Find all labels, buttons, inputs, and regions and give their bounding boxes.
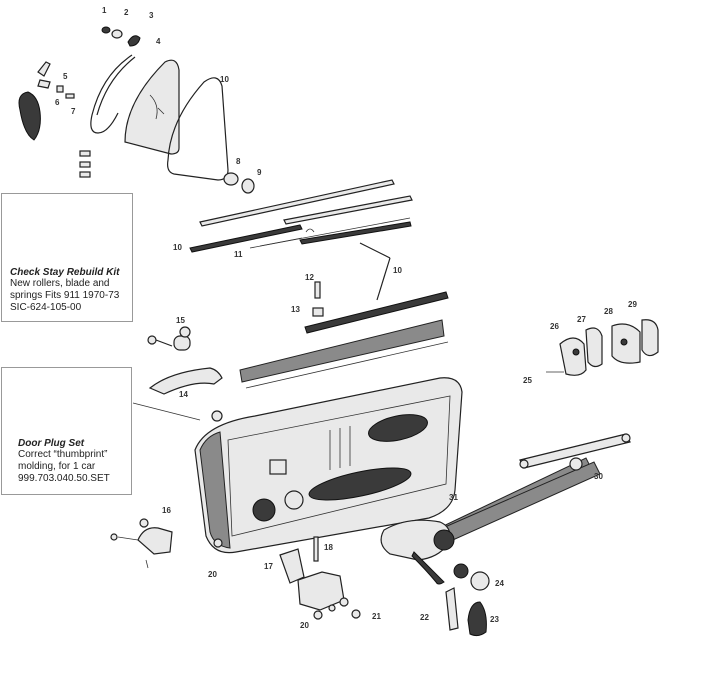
door-plug-set-text: Door Plug Set Correct “thumbprint” moldi…	[18, 438, 130, 485]
callout-18: 18	[324, 543, 333, 552]
part-9	[241, 178, 255, 194]
door-plug-set-title: Door Plug Set	[18, 438, 85, 449]
callout-28: 28	[604, 307, 613, 316]
callout-25: 25	[523, 376, 532, 385]
door-striker	[279, 536, 361, 620]
callout-15: 15	[176, 316, 185, 325]
callout-13: 13	[291, 305, 300, 314]
callout-29: 29	[628, 300, 637, 309]
callout-20-bottom: 20	[300, 621, 309, 630]
callout-20-left: 20	[208, 570, 217, 579]
callout-1: 1	[102, 6, 107, 15]
callout-2: 2	[124, 8, 129, 17]
callout-27: 27	[577, 315, 586, 324]
callout-22: 22	[420, 613, 429, 622]
vent-window	[124, 59, 229, 181]
callout-9: 9	[257, 168, 262, 177]
callout-17: 17	[264, 562, 273, 571]
callout-14: 14	[179, 390, 188, 399]
window-regulator	[380, 433, 631, 585]
part-group-top-left	[18, 26, 141, 178]
callout-10-belt: 10	[393, 266, 402, 275]
window-crank	[445, 563, 490, 637]
callout-4: 4	[156, 37, 161, 46]
callout-6: 6	[55, 98, 60, 107]
callout-31: 31	[449, 493, 458, 502]
belt-strips	[239, 242, 449, 389]
check-stay-kit-description: New rollers, blade and springs Fits 911 …	[10, 278, 120, 313]
callout-26: 26	[550, 322, 559, 331]
callout-7: 7	[71, 107, 76, 116]
callout-labels: 1 2 3 4 5 6 7 8 9 10 10 10 11 12 13 14 1…	[55, 6, 637, 630]
check-stay-parts	[546, 319, 659, 376]
window-strips	[189, 179, 413, 253]
callout-21: 21	[372, 612, 381, 621]
callout-5: 5	[63, 72, 68, 81]
callout-10-strip: 10	[173, 243, 182, 252]
door-handle	[147, 326, 223, 395]
callout-16: 16	[162, 506, 171, 515]
hinge-assembly	[110, 518, 173, 569]
part-12	[314, 281, 321, 299]
callout-24: 24	[495, 579, 504, 588]
plug-leader-line	[132, 402, 201, 421]
check-stay-kit-text: Check Stay Rebuild Kit New rollers, blad…	[10, 267, 132, 314]
callout-11: 11	[234, 250, 243, 259]
check-stay-kit-box: Check Stay Rebuild Kit New rollers, blad…	[1, 193, 133, 322]
door-panel	[194, 377, 463, 554]
callout-10-vent: 10	[220, 75, 229, 84]
door-plug-set-description: Correct “thumbprint” molding, for 1 car …	[18, 449, 110, 484]
callout-3: 3	[149, 11, 154, 20]
callout-12: 12	[305, 273, 314, 282]
door-plug-set-box: Door Plug Set Correct “thumbprint” moldi…	[1, 367, 132, 495]
callout-30: 30	[594, 472, 603, 481]
part-8	[223, 172, 239, 186]
callout-23: 23	[490, 615, 499, 624]
callout-8: 8	[236, 157, 241, 166]
check-stay-kit-title: Check Stay Rebuild Kit	[10, 267, 120, 278]
part-13	[312, 307, 324, 317]
